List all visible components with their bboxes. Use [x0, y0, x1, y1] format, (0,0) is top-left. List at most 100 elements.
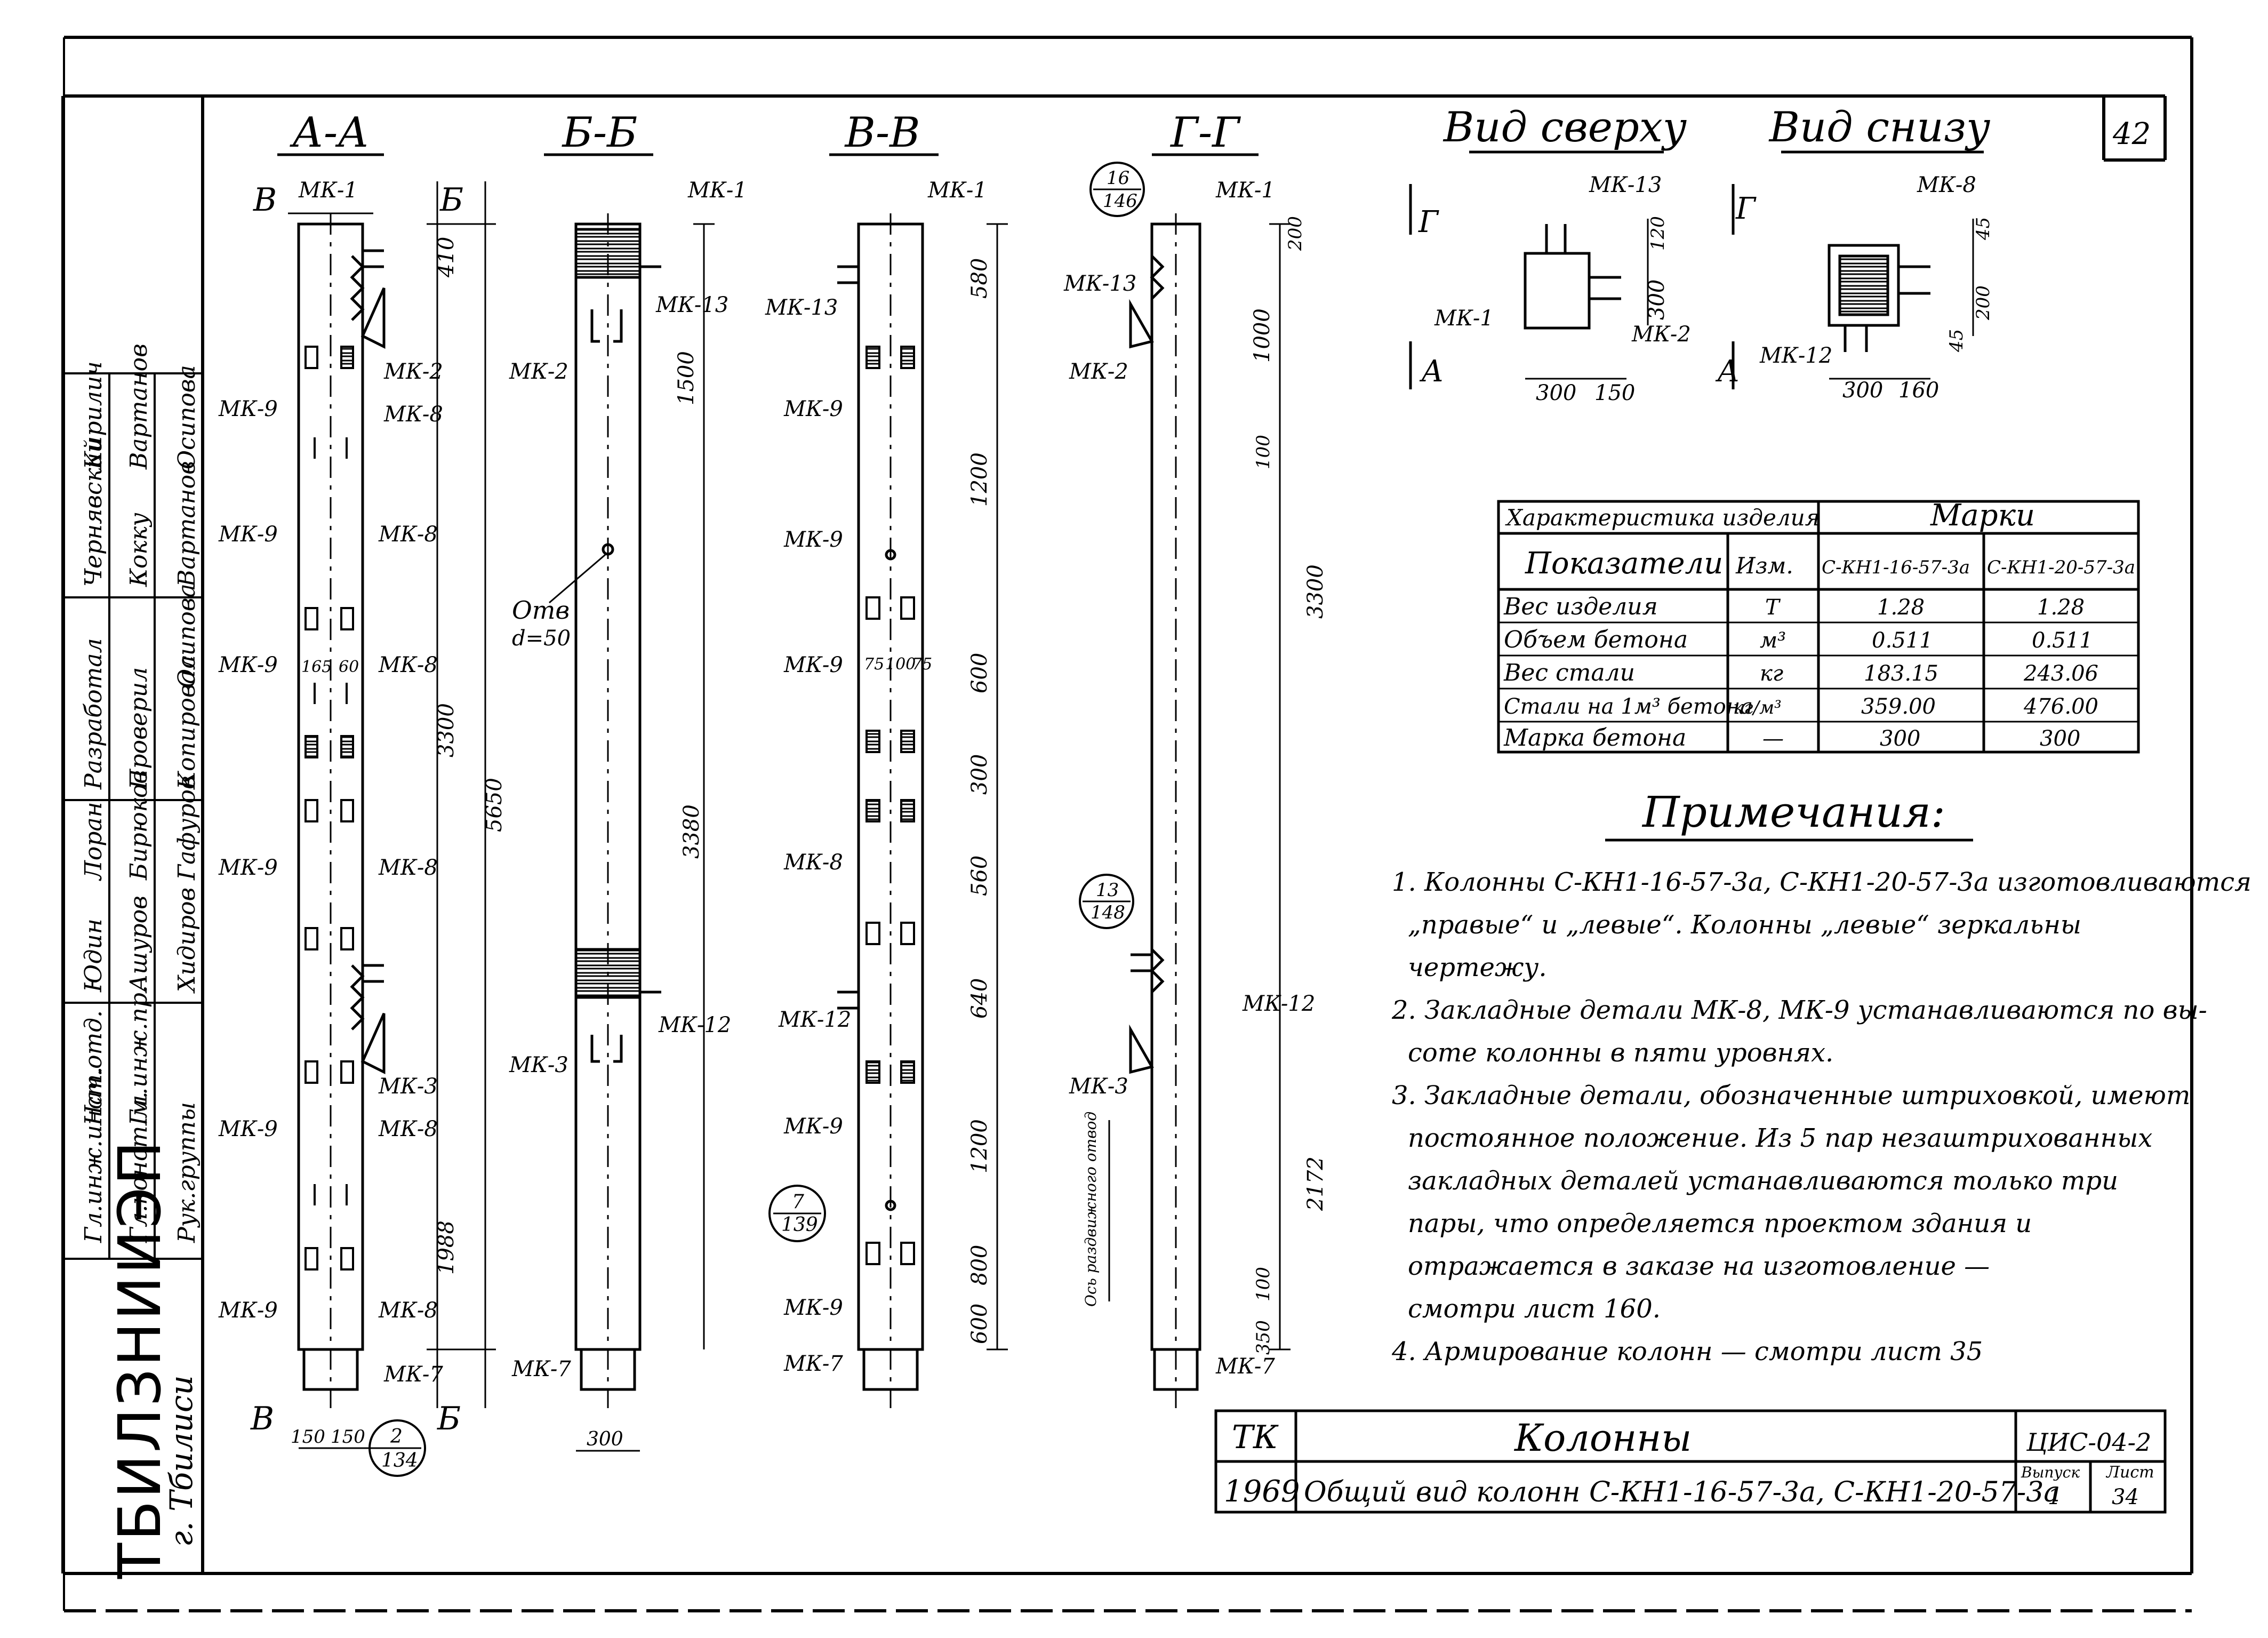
row-5-name: Марка бетона	[1503, 724, 1686, 752]
top-mk13: МК-13	[1589, 173, 1662, 197]
note-line-3: чертежу.	[1408, 953, 1547, 982]
tb-sheet: 34	[2112, 1485, 2139, 1509]
note-line-11: смотри лист 160.	[1408, 1294, 1661, 1324]
gg-c1-top: 16	[1107, 167, 1129, 189]
bb-otv: Отв	[512, 596, 570, 625]
column-aa-dims	[288, 181, 496, 1449]
note-line-4: 2. Закладные детали МК-8, МК-9 устанавли…	[1391, 995, 2207, 1025]
table-title: Характеристика изделия	[1505, 505, 1820, 531]
aa-mk8b: МК-8	[378, 522, 438, 547]
org-name: ТБИЛЗНИИЭП	[106, 1139, 174, 1579]
row-1-unit: Т	[1765, 595, 1781, 620]
gg-dim3300: 3300	[1303, 564, 1328, 619]
stamp-role-8: Копировал	[173, 655, 201, 790]
gg-mk2: МК-2	[1069, 359, 1128, 384]
column-bb-dims	[576, 223, 715, 1452]
stamp-text: Гл.инж.инст. Нач.отд. Гл.конст.м. Гл.инж…	[80, 343, 201, 1243]
aa-sec-b4: Б	[437, 1400, 461, 1437]
aa-dim150a: 150	[291, 1426, 325, 1448]
aa-sec-b3: В	[250, 1400, 274, 1437]
aa-mk8d: МК-8	[378, 856, 438, 880]
aa-mk8c: МК-8	[378, 653, 438, 677]
vv-mk12: МК-12	[778, 1008, 851, 1032]
title-block-text: ТК 1969 Колонны Общий вид колонн С-КН1-1…	[1224, 1416, 2154, 1509]
gg-dim100: 100	[1253, 435, 1274, 469]
note-line-6: 3. Закладные детали, обозначенные штрихо…	[1392, 1081, 2190, 1110]
tb-code: ЦИС-04-2	[2026, 1428, 2151, 1457]
note-line-9: пары, что определяется проектом здания и	[1408, 1209, 2032, 1239]
row-3-v2: 243.06	[2023, 661, 2098, 686]
row-3-name: Вес стали	[1503, 659, 1635, 686]
note-line-12: 4. Армирование колонн — смотри лист 35	[1391, 1337, 1983, 1367]
vv-mk9b: МК-9	[783, 528, 843, 552]
column-bb	[574, 213, 661, 1408]
top-mk2: МК-2	[1631, 322, 1691, 347]
vv-mk9e: МК-9	[783, 1296, 843, 1320]
gg-mk12: МК-12	[1242, 992, 1315, 1016]
aa-mk8e: МК-8	[378, 1117, 438, 1141]
gg-dim1000: 1000	[1250, 308, 1275, 363]
vv-mk9c: МК-9	[783, 653, 843, 677]
column-vv-plates	[865, 346, 915, 1265]
top-sec-g: Г	[1418, 205, 1439, 239]
aa-callout: 2 134	[368, 1419, 426, 1477]
gg-c2-bot: 148	[1091, 902, 1125, 923]
column-aa	[297, 213, 386, 1408]
title-bottom-view: Вид снизу	[1768, 103, 1991, 151]
note-line-8: закладных деталей устанавливаются только…	[1408, 1166, 2118, 1196]
aa-mid165: 165	[301, 658, 332, 676]
vv-mk7: МК-7	[783, 1352, 843, 1376]
vv-dim600: 600	[967, 653, 992, 693]
row-2-v2: 0.511	[2032, 628, 2093, 653]
aa-mk7: МК-7	[383, 1362, 443, 1387]
gg-mk3: МК-3	[1069, 1074, 1128, 1099]
title-underlines	[277, 150, 1984, 156]
vv-dim580: 580	[967, 258, 992, 299]
view-top	[1409, 184, 1649, 389]
sheet-number: 42	[2112, 117, 2151, 151]
bb-dim300: 300	[587, 1428, 623, 1450]
column-vv-dims	[987, 223, 1008, 1351]
bot-sec-a: А	[1715, 354, 1740, 389]
tb-issue-label: Выпуск	[2021, 1464, 2080, 1481]
gg-c1-bot: 146	[1103, 190, 1137, 212]
note-line-7: постоянное положение. Из 5 пар незаштрих…	[1408, 1123, 2152, 1153]
view-bottom	[1732, 184, 1974, 389]
stamp-role-1: Гл.инж.инст.	[80, 1067, 107, 1243]
title-aa: А-А	[290, 109, 370, 157]
gg-mk7: МК-7	[1215, 1354, 1275, 1379]
bb-otv-d: d=50	[512, 626, 571, 651]
org-city: г. Тбилиси	[163, 1375, 199, 1547]
aa-mk9f: МК-9	[218, 1298, 278, 1323]
stamp-right-name-5: Кирилич	[80, 361, 107, 470]
aa-mk9e: МК-9	[218, 1117, 278, 1141]
vv-callout-top: 7	[792, 1191, 804, 1213]
column-aa-labels: В Б В Б МК-1 МК-2 МК-8 МК-9 МК-9 МК-8 МК…	[218, 178, 507, 1448]
stamp-left-name-3: Хидиров	[173, 888, 201, 994]
vv-dim1200b: 1200	[967, 1119, 992, 1173]
vv-mid100: 100	[885, 655, 916, 674]
aa-mk3: МК-3	[378, 1074, 438, 1099]
bot-mk12: МК-12	[1759, 343, 1832, 368]
row-2-v1: 0.511	[1872, 628, 1933, 653]
vv-mk13: МК-13	[765, 295, 838, 320]
row-5-v1: 300	[1880, 726, 1920, 751]
title-vv: В-В	[844, 109, 920, 157]
stamp-right-name-6: Вартанов	[125, 343, 153, 470]
aa-mk8f: МК-8	[378, 1298, 438, 1323]
title-block-grid	[1214, 1409, 2167, 1514]
aa-sec-b: В	[253, 181, 277, 219]
bot-mk8: МК-8	[1917, 173, 1976, 197]
aa-dim410: 410	[434, 237, 459, 278]
stamp-role-3: Гл.конст.м.	[125, 1091, 153, 1243]
column-bb-labels: МК-1 МК-13 МК-2 Отв d=50 МК-12 МК-3 МК-7…	[509, 178, 747, 1450]
char-table-grid	[1497, 500, 2140, 754]
bot-dim45: 45	[1973, 217, 1994, 241]
gg-dim200: 200	[1285, 216, 1306, 251]
note-line-10: отражается в заказе на изготовление —	[1408, 1251, 1990, 1281]
aa-callout-top: 2	[390, 1426, 403, 1448]
stamp-right-name-7: Осипова	[173, 584, 201, 688]
row-1-name: Вес изделия	[1503, 593, 1658, 620]
